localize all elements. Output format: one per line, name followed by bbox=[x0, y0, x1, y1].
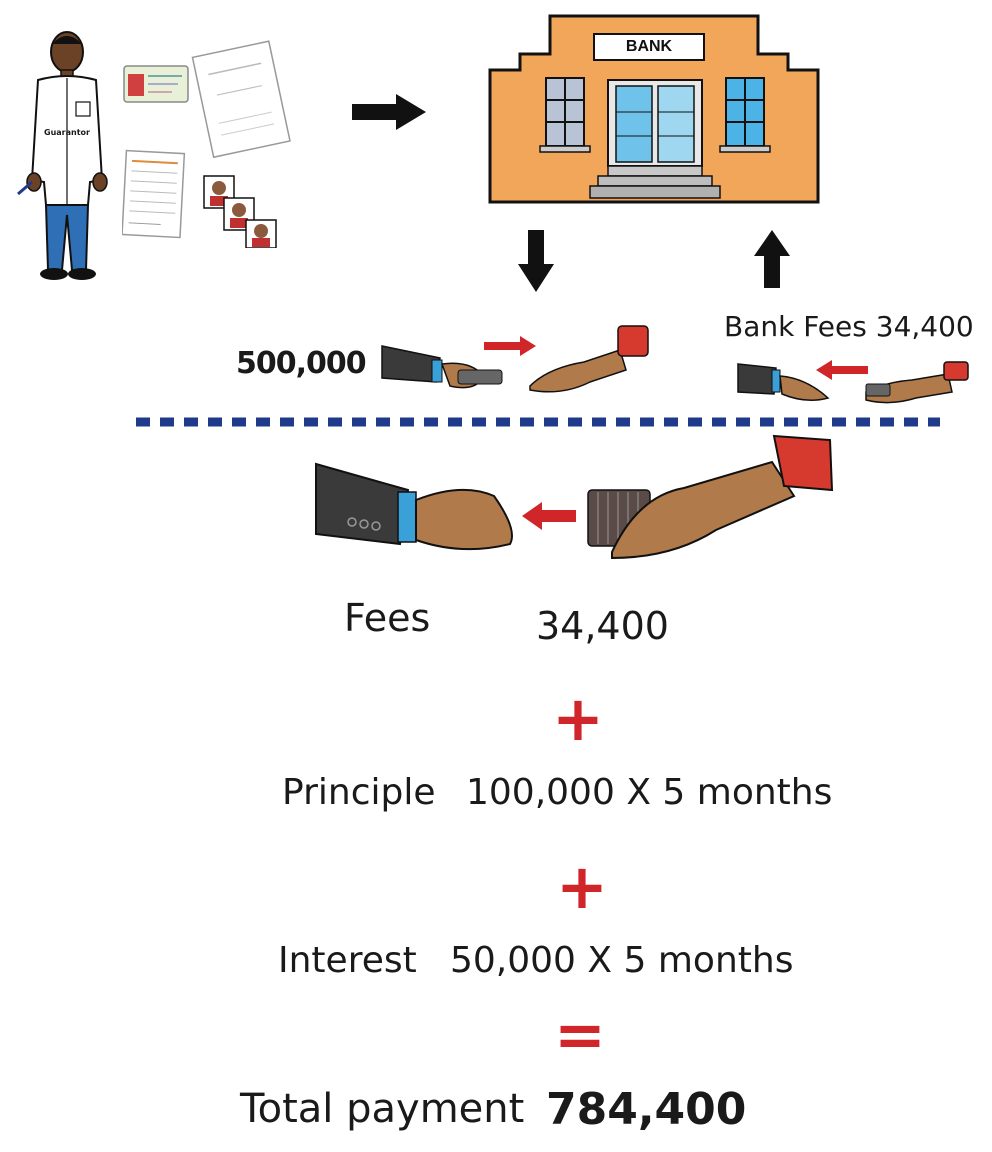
form-document-icon bbox=[122, 149, 186, 239]
dotted-divider bbox=[136, 417, 940, 427]
bank-sign: BANK bbox=[625, 38, 673, 55]
guarantor-figure bbox=[17, 31, 108, 280]
total-value: 784,400 bbox=[546, 1084, 747, 1135]
interest-value: 50,000 X 5 months bbox=[450, 940, 794, 981]
certificate-icon bbox=[191, 40, 291, 159]
arrow-up-icon bbox=[754, 230, 790, 288]
fees-value: 34,400 bbox=[536, 604, 669, 648]
plus-sign: + bbox=[556, 850, 608, 923]
repayment-illustration bbox=[315, 434, 834, 560]
arrow-right-icon bbox=[352, 94, 426, 130]
id-card-icon bbox=[123, 65, 189, 103]
bank-fees-value: 34,400 bbox=[875, 310, 974, 343]
bank-building bbox=[488, 14, 820, 204]
bank-fees-label: Bank Fees bbox=[724, 310, 867, 343]
loan-amount: 500,000 bbox=[236, 346, 367, 381]
fees-handover-illustration bbox=[737, 360, 969, 404]
loan-handover-illustration bbox=[381, 325, 649, 393]
guarantor-badge: Guarantor bbox=[44, 128, 90, 137]
total-label: Total payment bbox=[240, 1086, 525, 1132]
passport-photos-icon bbox=[203, 175, 277, 248]
arrow-down-icon bbox=[518, 230, 554, 292]
plus-sign: + bbox=[552, 682, 604, 755]
principle-label: Principle bbox=[282, 772, 436, 813]
equals-sign: = bbox=[554, 998, 606, 1071]
documents-group bbox=[122, 40, 291, 248]
principle-value: 100,000 X 5 months bbox=[466, 772, 833, 813]
fees-label: Fees bbox=[344, 596, 431, 640]
interest-label: Interest bbox=[278, 940, 417, 981]
bank-fees-label-group: Bank Fees 34,400 bbox=[724, 310, 974, 343]
